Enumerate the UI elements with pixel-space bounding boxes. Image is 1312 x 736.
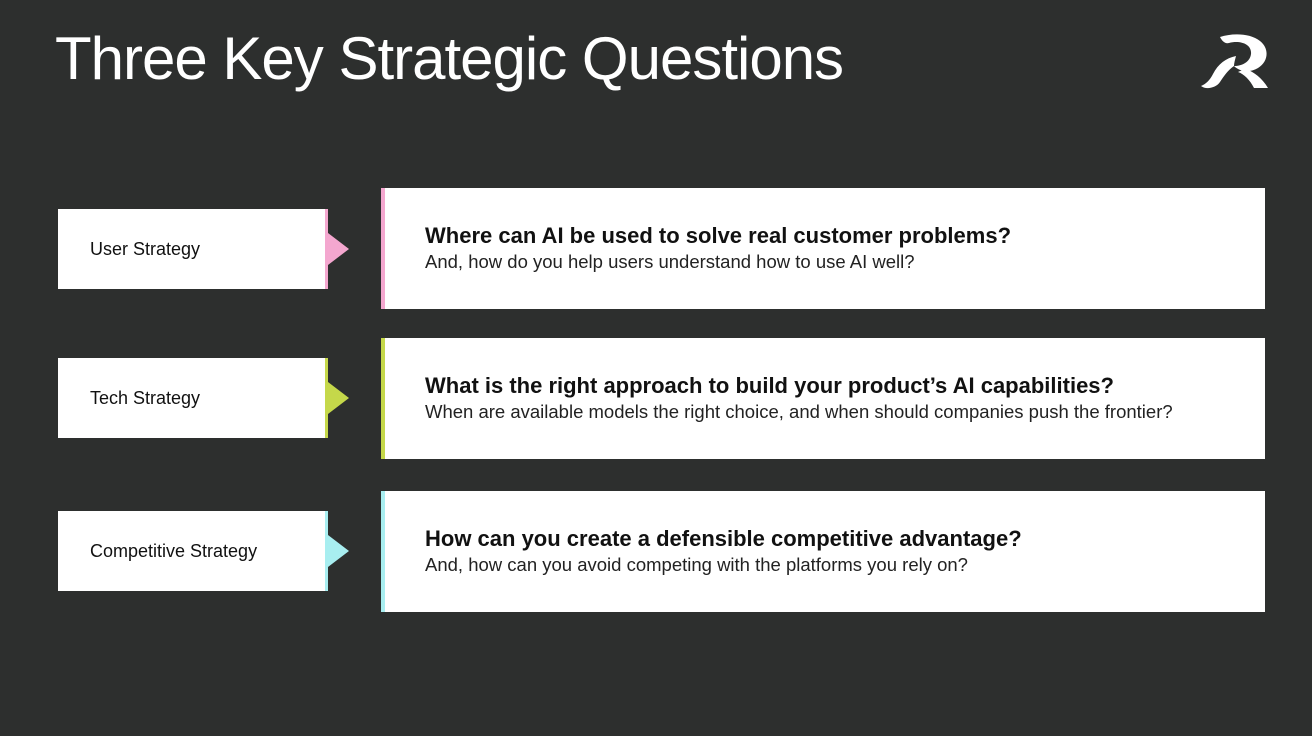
question-subtext: When are available models the right choi… — [425, 400, 1173, 422]
question-heading: What is the right approach to build your… — [425, 373, 1114, 399]
question-card: Where can AI be used to solve real custo… — [381, 188, 1265, 309]
strategy-label: Tech Strategy — [90, 387, 201, 408]
arrow-right-icon — [328, 535, 349, 567]
question-subtext: And, how can you avoid competing with th… — [425, 553, 968, 575]
brand-logo-icon — [1201, 34, 1268, 89]
question-subtext: And, how do you help users understand ho… — [425, 250, 915, 272]
question-card: How can you create a defensible competit… — [381, 491, 1265, 612]
strategy-label-box: User Strategy — [58, 209, 328, 289]
arrow-right-icon — [328, 233, 349, 265]
strategy-label: Competitive Strategy — [90, 540, 258, 561]
question-heading: How can you create a defensible competit… — [425, 526, 1022, 552]
arrow-right-icon — [328, 382, 349, 414]
strategy-label-box: Tech Strategy — [58, 358, 328, 438]
strategy-label: User Strategy — [90, 238, 201, 259]
question-card: What is the right approach to build your… — [381, 338, 1265, 459]
question-heading: Where can AI be used to solve real custo… — [425, 223, 1012, 249]
slide-title: Three Key Strategic Questions — [55, 25, 844, 92]
strategy-label-box: Competitive Strategy — [58, 511, 328, 591]
